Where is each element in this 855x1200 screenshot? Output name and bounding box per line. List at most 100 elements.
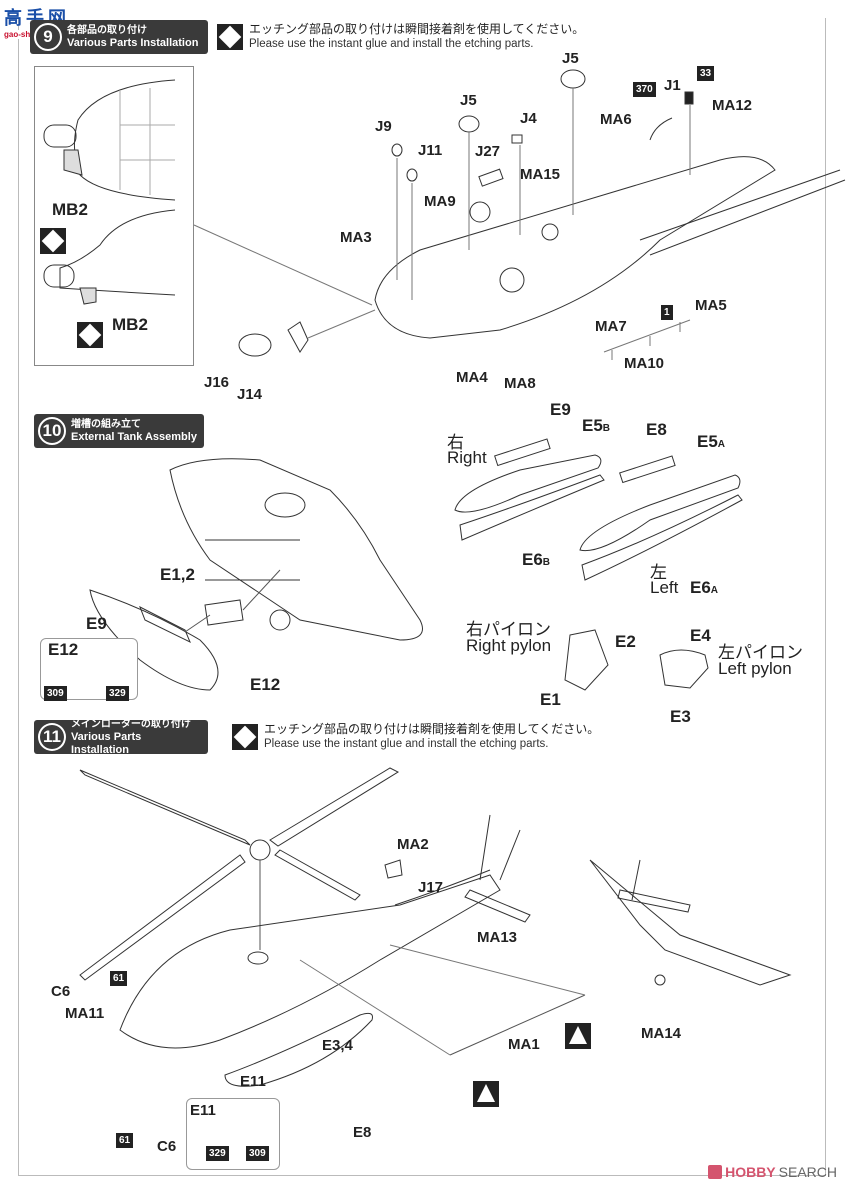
- label-e1-2: E1,2: [160, 565, 195, 584]
- label-ma3: MA3: [340, 229, 372, 246]
- tank-e8-step11: [224, 1012, 373, 1087]
- etching-note-jp: エッチング部品の取り付けは瞬間接着剤を使用してください。: [249, 22, 585, 36]
- label-e6b-main: E6: [522, 550, 543, 569]
- label-e6a-sub: A: [710, 585, 719, 596]
- etching-diamond-icon: [77, 322, 103, 348]
- main-rotor: [79, 767, 400, 981]
- label-e11-inset: E11: [190, 1102, 216, 1119]
- fuselage-step9: [374, 156, 776, 339]
- fuselage-step11: [119, 874, 501, 1049]
- etching-diamond-icon: [40, 228, 66, 254]
- right-pylon: [564, 629, 609, 691]
- step-11-title-en: Various Parts Installation: [70, 730, 142, 756]
- tank-e9-step10: [89, 589, 219, 691]
- part-e9-rail: [494, 438, 551, 467]
- etching-note-en: Please use the instant glue and install …: [264, 738, 549, 750]
- paint-number-309: 309: [246, 1146, 269, 1161]
- left-pylon: [659, 649, 709, 689]
- step-9-nose-inset: [34, 66, 194, 366]
- label-j5-right: J5: [562, 50, 579, 67]
- label-ma15: MA15: [520, 166, 561, 183]
- label-ma8: MA8: [504, 375, 536, 392]
- tank-right-e6b: [459, 474, 605, 541]
- part-e8-rail: [619, 455, 676, 484]
- paint-number-329: 329: [106, 686, 129, 701]
- label-ma10: MA10: [624, 355, 665, 372]
- label-e12: E12: [250, 675, 281, 694]
- step-10-header: 10 増槽の組み立て External Tank Assembly: [34, 414, 204, 448]
- label-tank-left-e5: E5A: [697, 432, 725, 452]
- nose-top-view: [74, 79, 176, 201]
- label-j16: J16: [204, 374, 230, 391]
- step-10-title-en: External Tank Assembly: [71, 431, 197, 443]
- tank-left-e6a: [581, 494, 743, 581]
- label-j14: J14: [237, 386, 263, 403]
- label-ma4: MA4: [456, 369, 488, 386]
- label-left-pylon-en: Left pylon: [718, 659, 792, 678]
- mb2-top: [63, 149, 83, 176]
- step-9-header: 9 各部品の取り付け Various Parts Installation: [30, 20, 208, 54]
- etching-diamond-icon: [217, 24, 243, 50]
- label-j11: J11: [418, 142, 443, 159]
- label-mb2-top: MB2: [52, 200, 88, 219]
- bend-mark-icon: [565, 1023, 591, 1049]
- label-ma1: MA1: [508, 1036, 540, 1053]
- label-tank-left-e6: E6A: [690, 578, 718, 598]
- label-tank-right-e5: E5B: [582, 416, 610, 436]
- label-ma12: MA12: [712, 97, 753, 114]
- label-mb2-bottom: MB2: [112, 315, 148, 334]
- label-e6b-sub: B: [542, 557, 551, 568]
- label-e6a-main: E6: [690, 578, 711, 597]
- etching-note-en: Please use the instant glue and install …: [249, 38, 534, 50]
- nose-probe: [43, 124, 77, 148]
- label-j5-left: J5: [460, 92, 477, 109]
- label-e8: E8: [353, 1124, 372, 1141]
- label-c6-top: C6: [51, 983, 71, 1000]
- label-e9: E9: [86, 614, 107, 633]
- label-ma5: MA5: [695, 297, 727, 314]
- label-e12-inset: E12: [48, 640, 79, 659]
- label-e3: E3: [670, 707, 691, 726]
- label-tank-right-e9: E9: [550, 400, 571, 419]
- label-j1: J1: [664, 77, 681, 94]
- label-e5b-sub: B: [602, 423, 611, 434]
- step-10-title-jp: 増槽の組み立て: [71, 419, 141, 430]
- tank-left-e5a: [579, 474, 741, 552]
- step-10-number: 10: [38, 417, 66, 445]
- label-ma6: MA6: [600, 111, 632, 128]
- label-ma14: MA14: [641, 1025, 682, 1042]
- watermark-hobby-search: HOBBY SEARCH: [708, 1164, 837, 1180]
- step-9-etching-note: エッチング部品の取り付けは瞬間接着剤を使用してください。 Please use …: [217, 22, 584, 52]
- step-11-title-jp: メインローターの取り付け: [70, 718, 191, 730]
- step-11-etching-note: エッチング部品の取り付けは瞬間接着剤を使用してください。 Please use …: [232, 722, 599, 752]
- label-ma2: MA2: [397, 836, 429, 853]
- label-j27: J27: [475, 143, 501, 160]
- label-ma9: MA9: [424, 193, 456, 210]
- label-j4: J4: [520, 110, 537, 127]
- label-e5b-main: E5: [582, 416, 603, 435]
- step-9-number: 9: [34, 23, 62, 51]
- label-right-pylon-en: Right pylon: [466, 636, 552, 655]
- label-ma11: MA11: [65, 1005, 105, 1022]
- label-e5a-main: E5: [697, 432, 718, 451]
- bend-mark-icon: [473, 1081, 499, 1107]
- label-e4: E4: [690, 626, 711, 645]
- paint-number-61-top: 61: [110, 971, 128, 986]
- label-e2: E2: [615, 632, 636, 651]
- label-e1: E1: [540, 690, 561, 709]
- label-j9: J9: [375, 118, 392, 135]
- step-9-title-en: Various Parts Installation: [67, 37, 199, 49]
- step-11-number: 11: [38, 723, 66, 751]
- nose-side-view: [59, 209, 176, 296]
- watermark-brand-a: HOBBY: [725, 1164, 776, 1180]
- step-9-title-jp: 各部品の取り付け: [67, 25, 147, 36]
- fuselage-step10: [169, 458, 423, 641]
- label-tank-right-e6: E6B: [522, 550, 550, 570]
- paint-number-1: 1: [661, 305, 673, 320]
- label-right-jp: 右: [447, 433, 464, 452]
- label-tank-left-e8: E8: [646, 420, 667, 439]
- paint-number-33: 33: [697, 66, 715, 81]
- paint-number-329: 329: [206, 1146, 229, 1161]
- etching-note-jp: エッチング部品の取り付けは瞬間接着剤を使用してください。: [264, 722, 600, 736]
